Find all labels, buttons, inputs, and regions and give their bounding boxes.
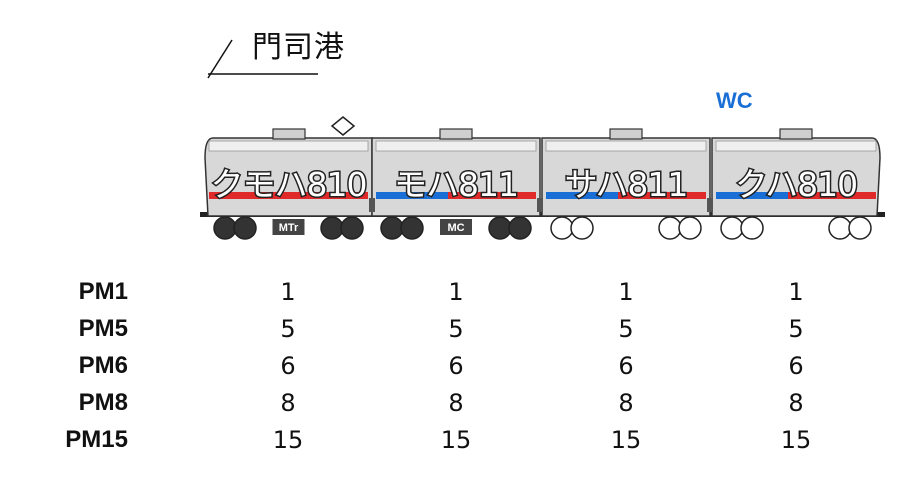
wheel (508, 216, 532, 240)
wheel (340, 216, 364, 240)
table-cell: 6 (280, 352, 296, 380)
table-cell: 5 (448, 315, 464, 343)
table-cell: 8 (788, 389, 804, 417)
direction-label: 門司港 (252, 30, 345, 65)
car-roof (715, 140, 877, 152)
red-stripe (618, 192, 706, 199)
table-cell: 1 (280, 278, 296, 306)
row-label: PM15 (65, 426, 128, 453)
roof-unit (779, 128, 813, 140)
coupler (369, 198, 375, 212)
table-cell: 15 (440, 426, 472, 454)
coupler (707, 198, 713, 212)
wheel (400, 216, 424, 240)
table-cell: 8 (280, 389, 296, 417)
roof-unit (609, 128, 643, 140)
wheel (848, 216, 872, 240)
roof-unit (272, 128, 306, 140)
table-cell: 1 (618, 278, 634, 306)
direction-arrow (207, 39, 233, 79)
blue-stripe (376, 192, 448, 199)
table-cell: 1 (788, 278, 804, 306)
table-cell: 5 (280, 315, 296, 343)
wheel (720, 216, 744, 240)
motor-badge (272, 219, 305, 235)
table-cell: 5 (788, 315, 804, 343)
wheel (550, 216, 574, 240)
car-name: サハ811 (565, 165, 688, 204)
wheel (828, 216, 852, 240)
table-cell: 5 (618, 315, 634, 343)
motor-badge-label: MC (447, 222, 464, 234)
wheel (213, 216, 237, 240)
wheel (233, 216, 257, 240)
table-cell: 8 (448, 389, 464, 417)
pantograph-diamond (330, 116, 356, 136)
wheel (678, 216, 702, 240)
motor-badge (440, 219, 472, 235)
wheel (570, 216, 594, 240)
car-name: モハ811 (394, 165, 518, 204)
red-stripe (209, 192, 368, 199)
row-label: PM1 (78, 278, 128, 305)
row-label: PM5 (78, 315, 128, 342)
table-cell: 8 (618, 389, 634, 417)
wheel (658, 216, 682, 240)
row-label: PM8 (78, 389, 128, 416)
car-roof (545, 140, 707, 152)
wc-label: WC (716, 88, 753, 113)
table-cell: 15 (610, 426, 642, 454)
car-name: クモハ810 (211, 165, 367, 204)
table-cell: 6 (618, 352, 634, 380)
wheel (740, 216, 764, 240)
motor-badge-label: MTr (279, 222, 299, 234)
table-cell: 6 (788, 352, 804, 380)
roof-unit (439, 128, 473, 140)
row-label: PM6 (78, 352, 128, 379)
table-cell: 15 (780, 426, 812, 454)
car-roof (375, 140, 537, 152)
wheel (380, 216, 404, 240)
blue-stripe (546, 192, 618, 199)
table-cell: 15 (272, 426, 304, 454)
table-cell: 1 (448, 278, 464, 306)
coupler (537, 198, 543, 212)
wheel (320, 216, 344, 240)
table-cell: 6 (448, 352, 464, 380)
car-name: クハ810 (735, 165, 857, 204)
wheel (488, 216, 512, 240)
blue-stripe (716, 192, 788, 199)
red-stripe (788, 192, 876, 199)
red-stripe (448, 192, 536, 199)
car-roof (208, 140, 369, 152)
